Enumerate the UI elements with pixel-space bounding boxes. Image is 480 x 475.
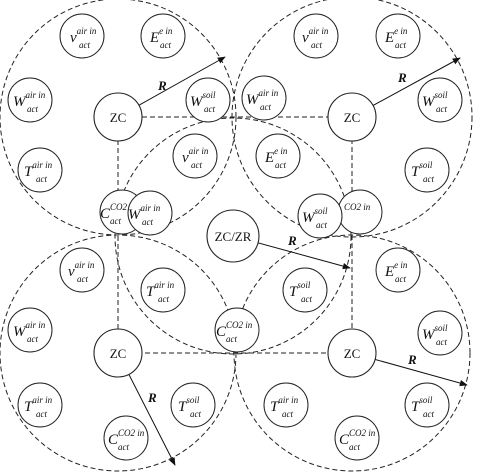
zone-controller-node: ZC [327,92,377,142]
coverage-zone-center [114,117,352,355]
svg-text:CO2 in: CO2 in [344,202,371,212]
svg-text:ZC/ZR: ZC/ZR [215,229,252,244]
svg-text:ZC: ZC [344,110,361,125]
coverage-zone-bottom-right [233,234,471,472]
zone-controller-node: ZC [327,328,377,378]
radius-label: R [157,78,167,93]
radius-label: R [397,70,407,85]
svg-text:ZC: ZC [344,346,361,361]
zone-controller-node: ZC [93,328,143,378]
zone-router-node: ZC/ZR [206,209,260,263]
coverage-zone-bottom-left [0,234,237,472]
zone-controller-node: ZC [93,92,143,142]
radius-label: R [287,233,297,248]
radius-label: R [147,390,157,405]
sensor-node: CO2 in [337,189,383,235]
svg-text:ZC: ZC [110,346,127,361]
svg-text:ZC: ZC [110,110,127,125]
coverage-zone-top-right [231,0,473,238]
radius-label: R [407,352,417,367]
